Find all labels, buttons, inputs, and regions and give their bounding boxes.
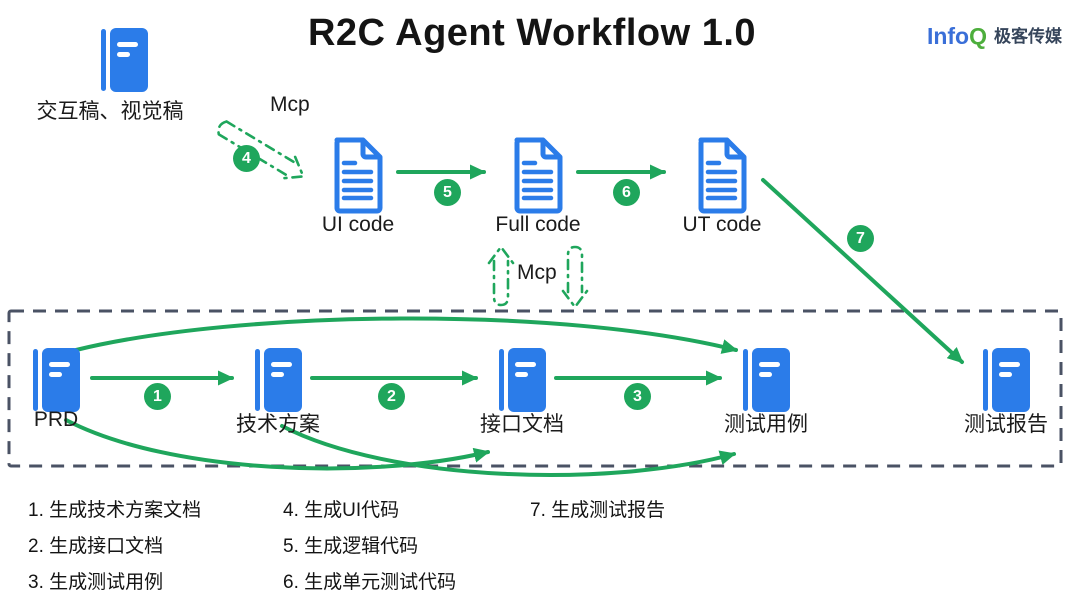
book-icon-test-report	[982, 348, 1030, 412]
mcp-label-mid: Mcp	[517, 261, 557, 284]
test-report-label: 测试报告	[964, 413, 1048, 436]
mcp-arrow-fullcode-to-box-down	[561, 245, 589, 310]
arrow-step-7	[761, 178, 964, 364]
arrow-prd-to-testcase-top	[74, 316, 738, 354]
step-badge-2: 2	[378, 383, 405, 410]
legend-item-7: 7. 生成测试报告	[530, 500, 666, 521]
book-icon-prd	[32, 348, 80, 412]
prd-label: PRD	[33, 408, 79, 431]
legend-item-3: 3. 生成测试用例	[28, 572, 164, 593]
doc-icon-ui-code	[330, 136, 386, 214]
legend-item-4: 4. 生成UI代码	[283, 500, 400, 521]
logo-text-info: Info	[926, 23, 970, 49]
book-icon-tech-plan	[254, 348, 302, 412]
step-badge-1: 1	[144, 383, 171, 410]
mcp-arrow-design-to-uicode	[217, 120, 306, 180]
step-badge-6: 6	[613, 179, 640, 206]
full-code-label: Full code	[495, 213, 581, 236]
test-case-label: 测试用例	[724, 413, 808, 436]
mcp-label-top: Mcp	[270, 93, 310, 116]
logo-text-cn: 极客传媒	[994, 27, 1062, 46]
legend-item-2: 2. 生成接口文档	[28, 536, 164, 557]
logo-q-icon: Q	[969, 23, 987, 49]
mcp-arrow-box-to-fullcode-up	[487, 244, 515, 307]
book-icon-test-case	[742, 348, 790, 412]
doc-icon-ut-code	[694, 136, 750, 214]
step-badge-7: 7	[847, 225, 874, 252]
legend-item-5: 5. 生成逻辑代码	[283, 536, 419, 557]
book-icon-api-doc	[498, 348, 546, 412]
book-icon-design-draft	[100, 28, 148, 92]
legend-item-1: 1. 生成技术方案文档	[28, 500, 202, 521]
infoq-logo: InfoQ 极客传媒	[927, 22, 1062, 50]
page-title: R2C Agent Workflow 1.0	[307, 12, 757, 54]
step-badge-3: 3	[624, 383, 651, 410]
design-draft-label: 交互稿、视觉稿	[36, 100, 184, 123]
step-badge-5: 5	[434, 179, 461, 206]
api-doc-label: 接口文档	[480, 413, 564, 436]
tech-plan-label: 技术方案	[236, 413, 320, 436]
legend-item-6: 6. 生成单元测试代码	[283, 572, 457, 593]
doc-icon-full-code	[510, 136, 566, 214]
ui-code-label: UI code	[321, 213, 395, 236]
ut-code-label: UT code	[682, 213, 762, 236]
step-badge-4: 4	[233, 145, 260, 172]
